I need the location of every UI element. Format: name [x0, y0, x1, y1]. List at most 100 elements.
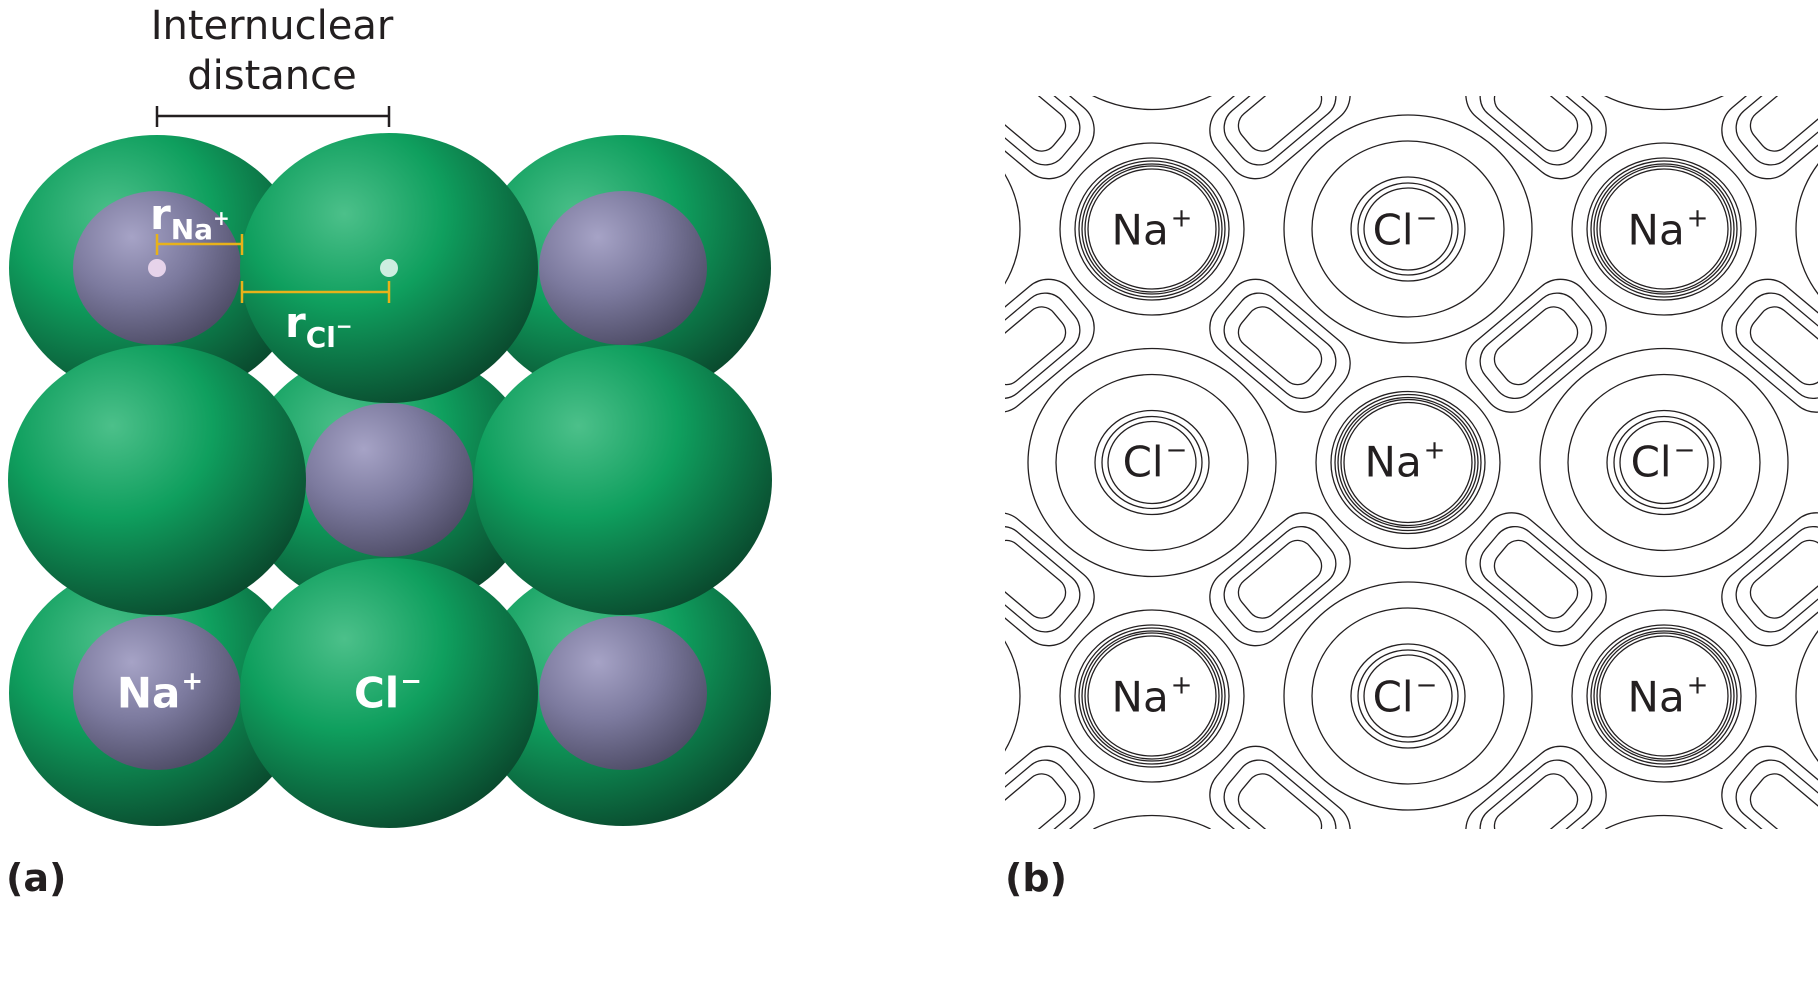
saddle-contour	[1005, 278, 1095, 413]
chloride-contour	[1539, 347, 1789, 578]
contour-ion-label: Na+	[1628, 671, 1709, 722]
chloride-contour	[846, 650, 946, 742]
sodium-contour	[804, 0, 988, 82]
sodium-contour	[1335, 0, 1481, 64]
sodium-sphere	[539, 191, 707, 345]
ion-charge: +	[1170, 203, 1193, 234]
chloride-contour	[1357, 649, 1459, 743]
chloride-contour	[1101, 415, 1203, 510]
sodium-contour	[823, 0, 969, 64]
saddle-contour	[1237, 306, 1323, 386]
chloride-contour	[1605, 814, 1723, 829]
chloride-contour	[1357, 182, 1459, 276]
saddle-contour	[1465, 745, 1607, 829]
saddle-contour	[1465, 512, 1607, 647]
panel-b-label: (b)	[1005, 856, 1067, 900]
chloride-contour	[1350, 643, 1466, 749]
na-nucleus-dot	[148, 259, 166, 277]
saddle-contour	[1735, 525, 1818, 633]
chloride-contour	[1095, 0, 1209, 48]
saddle-contour	[1749, 306, 1818, 386]
saddle-contour	[1237, 773, 1323, 829]
sodium-contour	[819, 392, 973, 534]
chloride-contour	[1283, 581, 1533, 811]
sodium-contour	[1344, 0, 1472, 56]
sodium-contour	[1599, 168, 1729, 290]
saddle-contour	[1223, 96, 1337, 166]
chloride-sphere-front	[8, 345, 306, 615]
sodium-contour	[1081, 630, 1223, 762]
internuclear-title-line1: Internuclear	[150, 3, 394, 49]
sodium-contour	[1081, 163, 1223, 295]
na-ion-label: Na+	[116, 666, 204, 718]
ion-charge: +	[1686, 670, 1709, 701]
saddle-contour	[1223, 292, 1337, 400]
electron-density-contour-map	[800, 0, 1818, 829]
saddle-contour	[1479, 96, 1593, 166]
saddle-contour	[1005, 539, 1067, 619]
saddle-contour	[1005, 96, 1067, 152]
sodium-contour	[1059, 142, 1245, 316]
chloride-contour	[1604, 96, 1724, 111]
chloride-contour	[1108, 0, 1196, 37]
sodium-contour	[1571, 609, 1757, 783]
chloride-contour	[1795, 163, 1818, 295]
sodium-contour	[819, 0, 973, 67]
saddle-contour	[1493, 539, 1579, 619]
saddle-contour	[1721, 96, 1818, 180]
contour-ion-label: Na+	[1365, 436, 1446, 487]
chloride-contour	[1567, 373, 1761, 552]
ion-symbol: Na	[1627, 672, 1685, 722]
ion-symbol: Cl	[1630, 437, 1672, 487]
saddle-contour	[1721, 512, 1818, 647]
sodium-contour	[1315, 375, 1501, 550]
chloride-contour	[1363, 654, 1453, 738]
chloride-sphere-front	[474, 345, 772, 615]
radius-brackets	[155, 234, 391, 303]
chloride-sphere-front	[240, 558, 538, 828]
ion-symbol: Cl	[1122, 437, 1164, 487]
contour-ion-label: Cl−	[1373, 671, 1438, 722]
chloride-contour	[1107, 420, 1197, 505]
sodium-contour	[1330, 390, 1486, 535]
chloride-contour	[1102, 0, 1202, 42]
chloride-contour	[1606, 409, 1722, 516]
saddle-contour	[1735, 292, 1818, 400]
ion-symbol: Na	[1364, 437, 1422, 487]
saddle-contour	[1465, 96, 1607, 180]
sodium-contour	[823, 395, 969, 531]
saddle-contour	[1237, 96, 1323, 152]
chloride-contour	[1614, 0, 1714, 42]
sodium-contour	[1340, 398, 1476, 527]
sodium-contour	[826, 0, 966, 61]
sodium-contour	[804, 377, 988, 549]
saddle-contour	[1479, 759, 1593, 829]
saddle-contour	[1209, 745, 1351, 829]
chloride-contour	[1363, 187, 1453, 271]
saddle-contour	[1209, 278, 1351, 413]
sodium-contour	[829, 400, 963, 526]
saddle-contour	[1005, 773, 1067, 829]
internuclear-title-line2: distance	[187, 53, 357, 99]
ion-symbol: Na	[1111, 672, 1169, 722]
sodium-contour	[1586, 624, 1742, 768]
cl-nucleus-dot	[380, 259, 398, 277]
nacl-sphere-lattice	[8, 133, 772, 828]
saddle-contour	[1005, 292, 1081, 400]
sodium-sphere	[305, 403, 473, 557]
panel-a-label: (a)	[6, 856, 67, 900]
chloride-contour	[800, 608, 992, 784]
chloride-contour	[1094, 409, 1210, 516]
chloride-contour	[1311, 607, 1505, 785]
chloride-contour	[1620, 0, 1708, 37]
chloride-contour	[1311, 140, 1505, 318]
saddle-contour	[1479, 292, 1593, 400]
saddle-contour	[1005, 96, 1095, 180]
saddle-contour	[1209, 96, 1351, 180]
saddle-contour	[1479, 525, 1593, 633]
ion-charge: −	[1415, 670, 1438, 701]
contour-ion-label: Na+	[1112, 204, 1193, 255]
ion-charge: −	[1415, 203, 1438, 234]
chloride-contour	[1055, 373, 1249, 552]
chloride-contour	[1093, 814, 1211, 829]
